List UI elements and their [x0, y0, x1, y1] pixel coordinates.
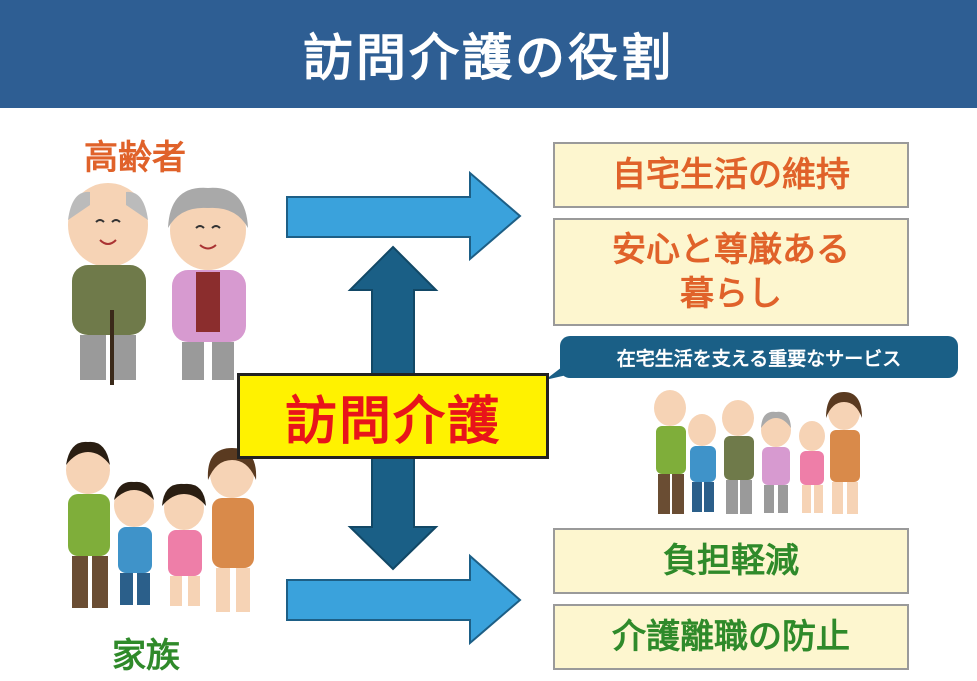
benefit-box-home-life: 自宅生活の維持	[553, 142, 909, 208]
page-title: 訪問介護の役割	[303, 29, 674, 87]
group-illustration	[654, 390, 862, 514]
callout-bubble	[545, 336, 958, 380]
title-banner: 訪問介護の役割	[0, 0, 977, 108]
benefit-box-job-retention: 介護離職の防止	[553, 604, 909, 670]
benefit-box-dignity: 安心と尊厳ある 暮らし	[553, 218, 909, 326]
home-visit-care-box: 訪問介護	[237, 373, 549, 459]
benefit-box-burden-reduction: 負担軽減	[553, 528, 909, 594]
callout-text: 在宅生活を支える重要なサービス	[616, 347, 902, 370]
family-illustration	[66, 441, 257, 612]
arrow-right-top	[286, 170, 522, 262]
elderly-label: 高齢者	[84, 138, 186, 178]
family-label: 家族	[112, 636, 180, 676]
arrow-right-bottom	[286, 553, 522, 646]
elderly-couple-illustration	[68, 183, 248, 385]
